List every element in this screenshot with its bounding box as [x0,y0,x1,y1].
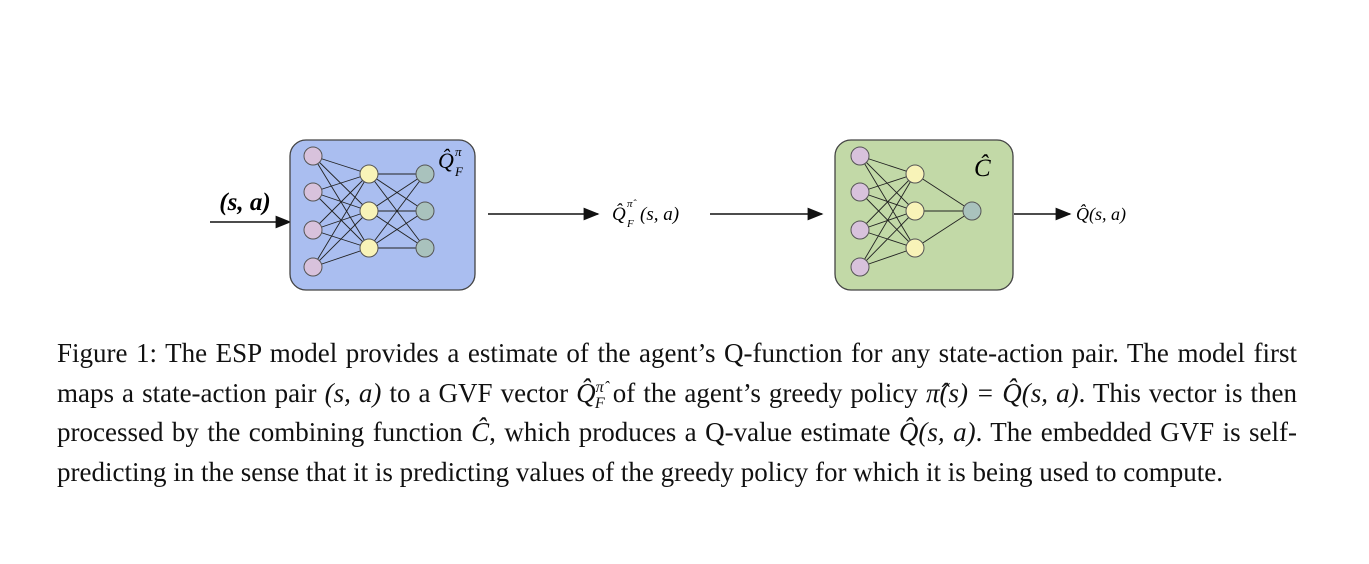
figure-caption: Figure 1: The ESP model provides a estim… [57,334,1297,492]
caption-text: of the agent’s greedy policy [604,377,926,408]
combining-function-edge [859,173,916,193]
combining-function-box [834,139,1014,291]
gvf-network-output-node [415,164,435,184]
combining-function-hidden-node [905,238,925,258]
gvf-network-hidden-node [359,164,379,184]
gvf-network-input-node [303,182,323,202]
q-value-output-label: Q̂(s, a) [1076,204,1126,225]
combining-function-hidden-node [905,201,925,221]
caption-math: Q̂π̂F [576,377,605,412]
combining-function-edge [914,210,973,249]
combining-function-edge [859,210,916,268]
caption-math: (s, a) [324,377,382,408]
gvf-network-input-node [303,257,323,277]
svg-text:π: π [455,144,462,159]
combining-function-edge [859,173,916,231]
gvf-network-hidden-node [359,238,379,258]
combining-function-edge [859,247,916,268]
combining-function-input-node [850,182,870,202]
gvf-network-edge [312,173,370,268]
gvf-network-input-node [303,220,323,240]
svg-text:Q̂: Q̂ [612,204,626,225]
combining-function-edge [859,155,916,175]
combining-function-input-node [850,146,870,166]
gvf-network-title: Q̂ π F [438,144,464,179]
combining-function-edge [859,155,916,212]
caption-math: π̂(s) = Q̂(s, a) [925,377,1079,408]
svg-text:π̂: π̂ [627,198,638,210]
combining-function-edge [859,173,916,268]
combining-function-input-node [850,220,870,240]
caption-text: , which produces a Q-value estimate [489,417,899,447]
svg-text:F: F [454,164,464,179]
figure-label: Figure 1: [57,338,158,368]
gvf-network-edge [312,247,370,268]
input-label: (s, a) [219,189,270,216]
combining-function-hidden-node [905,164,925,184]
caption-text: . This vector is then processed by the c… [57,377,1297,448]
combining-function-title: Ĉ [974,154,991,182]
gvf-network-hidden-node [359,201,379,221]
gvf-network-connections [312,155,426,268]
gvf-network-input-node [303,146,323,166]
caption-text: . The embedded GVF is self-predicting in… [57,417,1297,487]
combining-function-output-node [962,201,982,221]
gvf-network-output-node [415,238,435,258]
combining-function-edge [914,173,973,212]
caption-text: The ESP model provides a estimate of the… [57,338,1298,408]
caption-math: Ĉ [471,417,490,447]
gvf-network-edge [312,155,370,212]
gvf-network-edge [312,173,370,193]
svg-text:F: F [626,218,634,230]
svg-text:Q̂: Q̂ [438,148,454,173]
gvf-network-edge [312,173,370,231]
combining-function-nodes [850,146,982,277]
caption-text: to a GVF vector [381,377,577,408]
combining-function-input-node [850,257,870,277]
svg-text:(s, a): (s, a) [640,204,679,225]
gvf-network-output-node [415,201,435,221]
gvf-network-edge [312,155,370,175]
gvf-network-edge [368,173,426,212]
gvf-network-edge [368,173,426,249]
gvf-network-edge [368,210,426,249]
gvf-network-edge [312,210,370,268]
esp-model-diagram: (s, a) Q̂ π F Q̂ π̂ F (s, a) Ĉ Q̂(s, a) [210,139,1126,291]
combining-function-connections [859,155,973,268]
caption-math: Q̂(s, a) [898,417,976,447]
gvf-vector-label: Q̂ π̂ F (s, a) [612,198,679,230]
gvf-network-nodes [303,146,435,277]
